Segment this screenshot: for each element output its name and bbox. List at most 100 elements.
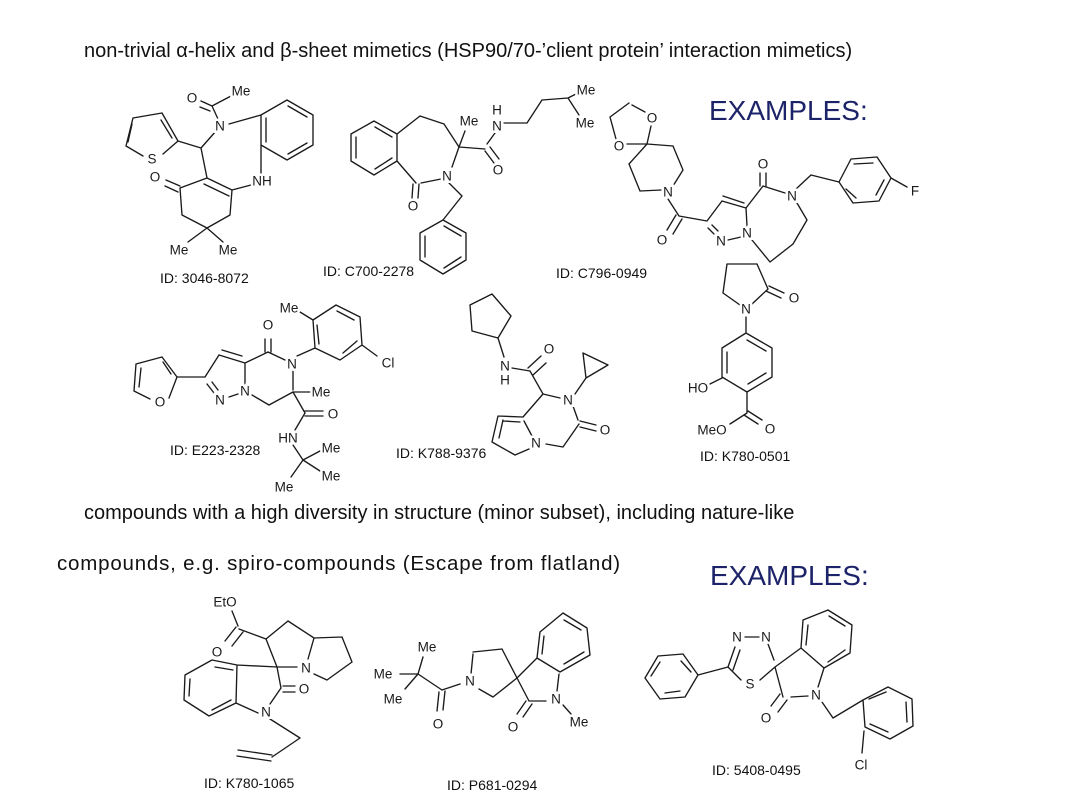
compound-id-K780-0501: ID: K780-0501 [700,448,791,464]
atom-label: O [263,318,274,333]
atom-label: O [299,682,310,697]
atom-label: Cl [855,758,868,773]
atom-label: N [287,357,297,372]
compound-id-5408-0495: ID: 5408-0495 [712,762,801,778]
atom-label: O [657,233,668,248]
structure-K780-0501: N O HO O MeO [685,263,802,440]
atom-label: Cl [382,356,395,371]
compound-id-K780-1065: ID: K780-1065 [204,775,295,791]
atom-label: S [147,152,156,167]
atom-label: N [716,234,726,249]
bonds [609,102,908,263]
atom-label: N [442,169,452,184]
atom-label: N [215,119,225,134]
atom-label: O [155,395,166,410]
atom-label: Me [322,469,341,484]
bonds [644,609,914,754]
atom-label: O [647,111,658,126]
atom-label: F [911,184,919,199]
atom-label: O [328,407,339,422]
atom-label: N [811,688,821,703]
atom-label: N [492,119,502,134]
bonds [350,92,580,275]
compound-id-E223-2328: ID: E223-2328 [170,442,261,458]
atom-label: O [150,170,161,185]
atom-label: Me [570,715,589,730]
atom-label: O [600,423,611,438]
atom-label: N [301,661,311,676]
atom-label: O [212,645,223,660]
examples-heading-2: EXAMPLES: [710,560,869,591]
atom-label: N [215,393,225,408]
atom-label: Me [170,243,189,258]
compound-id-K788-9376: ID: K788-9376 [396,445,487,461]
atom-label: MeO [697,423,726,438]
atom-label: N [732,630,742,645]
atom-label: O [765,422,776,437]
bonds [183,610,353,762]
atom-label: O [761,711,772,726]
bonds [125,95,314,243]
atom-label: O [508,720,519,735]
atom-label: O [408,199,419,214]
atom-label: Me [219,243,238,258]
compound-id-P681-0294: ID: P681-0294 [447,777,538,793]
atom-label: N [787,189,797,204]
atom-label: H [492,103,502,118]
atom-label: O [493,163,504,178]
atom-label: Me [232,84,251,99]
atom-label: H [500,373,510,388]
structure-5408-0495: N N S O N Cl [644,609,914,775]
atom-label: N [465,674,475,689]
atom-label: O [433,717,444,732]
atom-label: Me [576,116,595,131]
section2-text-line2: compounds, e.g. spiro-compounds (Escape … [57,552,621,575]
compound-id-C700-2278: ID: C700-2278 [323,263,415,279]
atom-label: S [745,677,754,692]
atom-label: N [761,630,771,645]
atom-label: Me [322,441,341,456]
atom-label: Me [312,385,331,400]
structure-C796-0949: O O N O N N O N F [609,102,922,263]
section2-text-line1: compounds with a high diversity in struc… [84,502,795,524]
compound-id-C796-0949: ID: C796-0949 [556,265,648,281]
atom-label: O [544,342,555,357]
atom-label: N [240,384,250,399]
atom-label: N [531,436,541,451]
atom-label: Me [275,480,294,495]
atom-label: EtO [213,595,236,610]
slide-title: non-trivial α-helix and β-sheet mimetics… [84,40,853,62]
atom-label: N [563,393,573,408]
atom-label: Me [460,114,479,129]
atom-label: O [789,291,800,306]
atom-label: Me [577,83,596,98]
atom-label: Me [374,667,393,682]
atom-label: O [614,139,625,154]
atom-label: HN [278,431,298,446]
atom-label: O [758,157,769,172]
atom-label: O [187,91,198,106]
bonds [133,304,378,478]
atom-label: NH [252,174,272,189]
atom-label: N [261,705,271,720]
atom-label: N [741,302,751,317]
atom-label: HO [688,381,708,396]
atom-label: Me [384,692,403,707]
atom-label: Me [418,640,437,655]
bonds [399,612,591,718]
atom-label: N [500,359,510,374]
examples-heading-1: EXAMPLES: [709,95,868,126]
atom-label: N [663,185,673,200]
atom-label: N [742,226,752,241]
bonds [469,293,609,456]
atom-label: N [551,692,561,707]
bonds [709,263,785,425]
